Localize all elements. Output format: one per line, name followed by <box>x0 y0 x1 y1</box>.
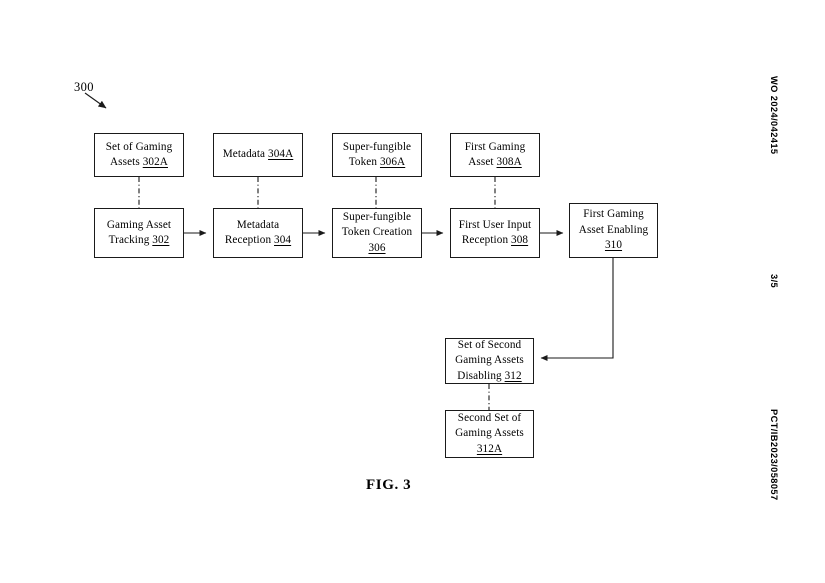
node-text-line1: First Gaming <box>464 140 526 153</box>
node-text-line2: Token <box>348 156 380 168</box>
node-text-line2: Gaming Assets <box>455 354 524 367</box>
node-text-line1: First User Input <box>458 218 532 231</box>
node-first-gaming-asset-enabling-310: First Gaming Asset Enabling 310 <box>569 203 658 258</box>
node-ref-number: 306 <box>368 241 386 254</box>
node-super-fungible-token-creation-306: Super-fungible Token Creation 306 <box>332 208 422 258</box>
publication-number: WO 2024/042415 <box>769 76 779 155</box>
node-text-line1: First Gaming <box>583 208 644 221</box>
node-text-line2: Tracking <box>108 234 153 246</box>
node-ref-number: 312 <box>504 369 522 382</box>
node-ref-number: 304A <box>268 148 294 161</box>
node-metadata-reception-304: Metadata Reception 304 <box>213 208 303 258</box>
node-text-line2: Token Creation <box>341 226 413 239</box>
node-gaming-asset-tracking-302: Gaming Asset Tracking 302 <box>94 208 184 258</box>
node-first-user-input-reception-308: First User Input Reception 308 <box>450 208 540 258</box>
node-text-line1: Metadata <box>236 218 280 231</box>
node-text-line1: Super-fungible <box>342 140 412 153</box>
node-ref-number: 310 <box>604 239 623 252</box>
node-metadata-304a: Metadata 304A <box>213 133 303 177</box>
node-text-line2: Asset Enabling <box>578 223 649 236</box>
node-text-line1: Second Set of <box>457 411 522 424</box>
node-text-line2: Assets <box>110 156 143 168</box>
node-text-line1: Set of Second <box>457 338 522 351</box>
figure-caption: FIG. 3 <box>366 477 412 493</box>
node-ref-number: 302 <box>152 234 170 246</box>
dash-dot-connectors <box>138 177 496 410</box>
arrow-310-312 <box>540 258 614 361</box>
node-text-line1: Metadata <box>222 148 269 161</box>
node-ref-number: 306A <box>379 156 406 168</box>
node-ref-number: 302A <box>142 156 168 168</box>
node-first-gaming-asset-308a: First Gaming Asset 308A <box>450 133 540 177</box>
figure-reference-number: 300 <box>74 80 94 94</box>
figure-ref-leader-arrow <box>84 92 107 109</box>
node-text-line3: Disabling <box>457 369 505 382</box>
node-ref-number: 308 <box>511 234 529 246</box>
node-ref-number: 312A <box>476 442 503 455</box>
node-text-line2: Asset <box>468 156 497 168</box>
node-text-line1: Gaming Asset <box>106 218 172 231</box>
node-text-line2: Reception <box>224 234 275 246</box>
node-second-set-of-gaming-assets-312a: Second Set of Gaming Assets 312A <box>445 410 534 458</box>
node-ref-number: 308A <box>496 156 522 168</box>
node-text-line2: Gaming Assets <box>455 427 524 440</box>
node-text-line2: Reception <box>461 234 512 246</box>
node-text-line1: Set of Gaming <box>105 140 173 153</box>
node-set-of-second-gaming-assets-disabling-312: Set of Second Gaming Assets Disabling 31… <box>445 338 534 384</box>
node-set-of-gaming-assets-302a: Set of Gaming Assets 302A <box>94 133 184 177</box>
application-number: PCT/IB2023/058057 <box>769 409 779 501</box>
node-text-line1: Super-fungible <box>342 210 412 223</box>
node-ref-number: 304 <box>274 234 292 246</box>
node-super-fungible-token-306a: Super-fungible Token 306A <box>332 133 422 177</box>
page-number: 3/5 <box>769 274 779 289</box>
